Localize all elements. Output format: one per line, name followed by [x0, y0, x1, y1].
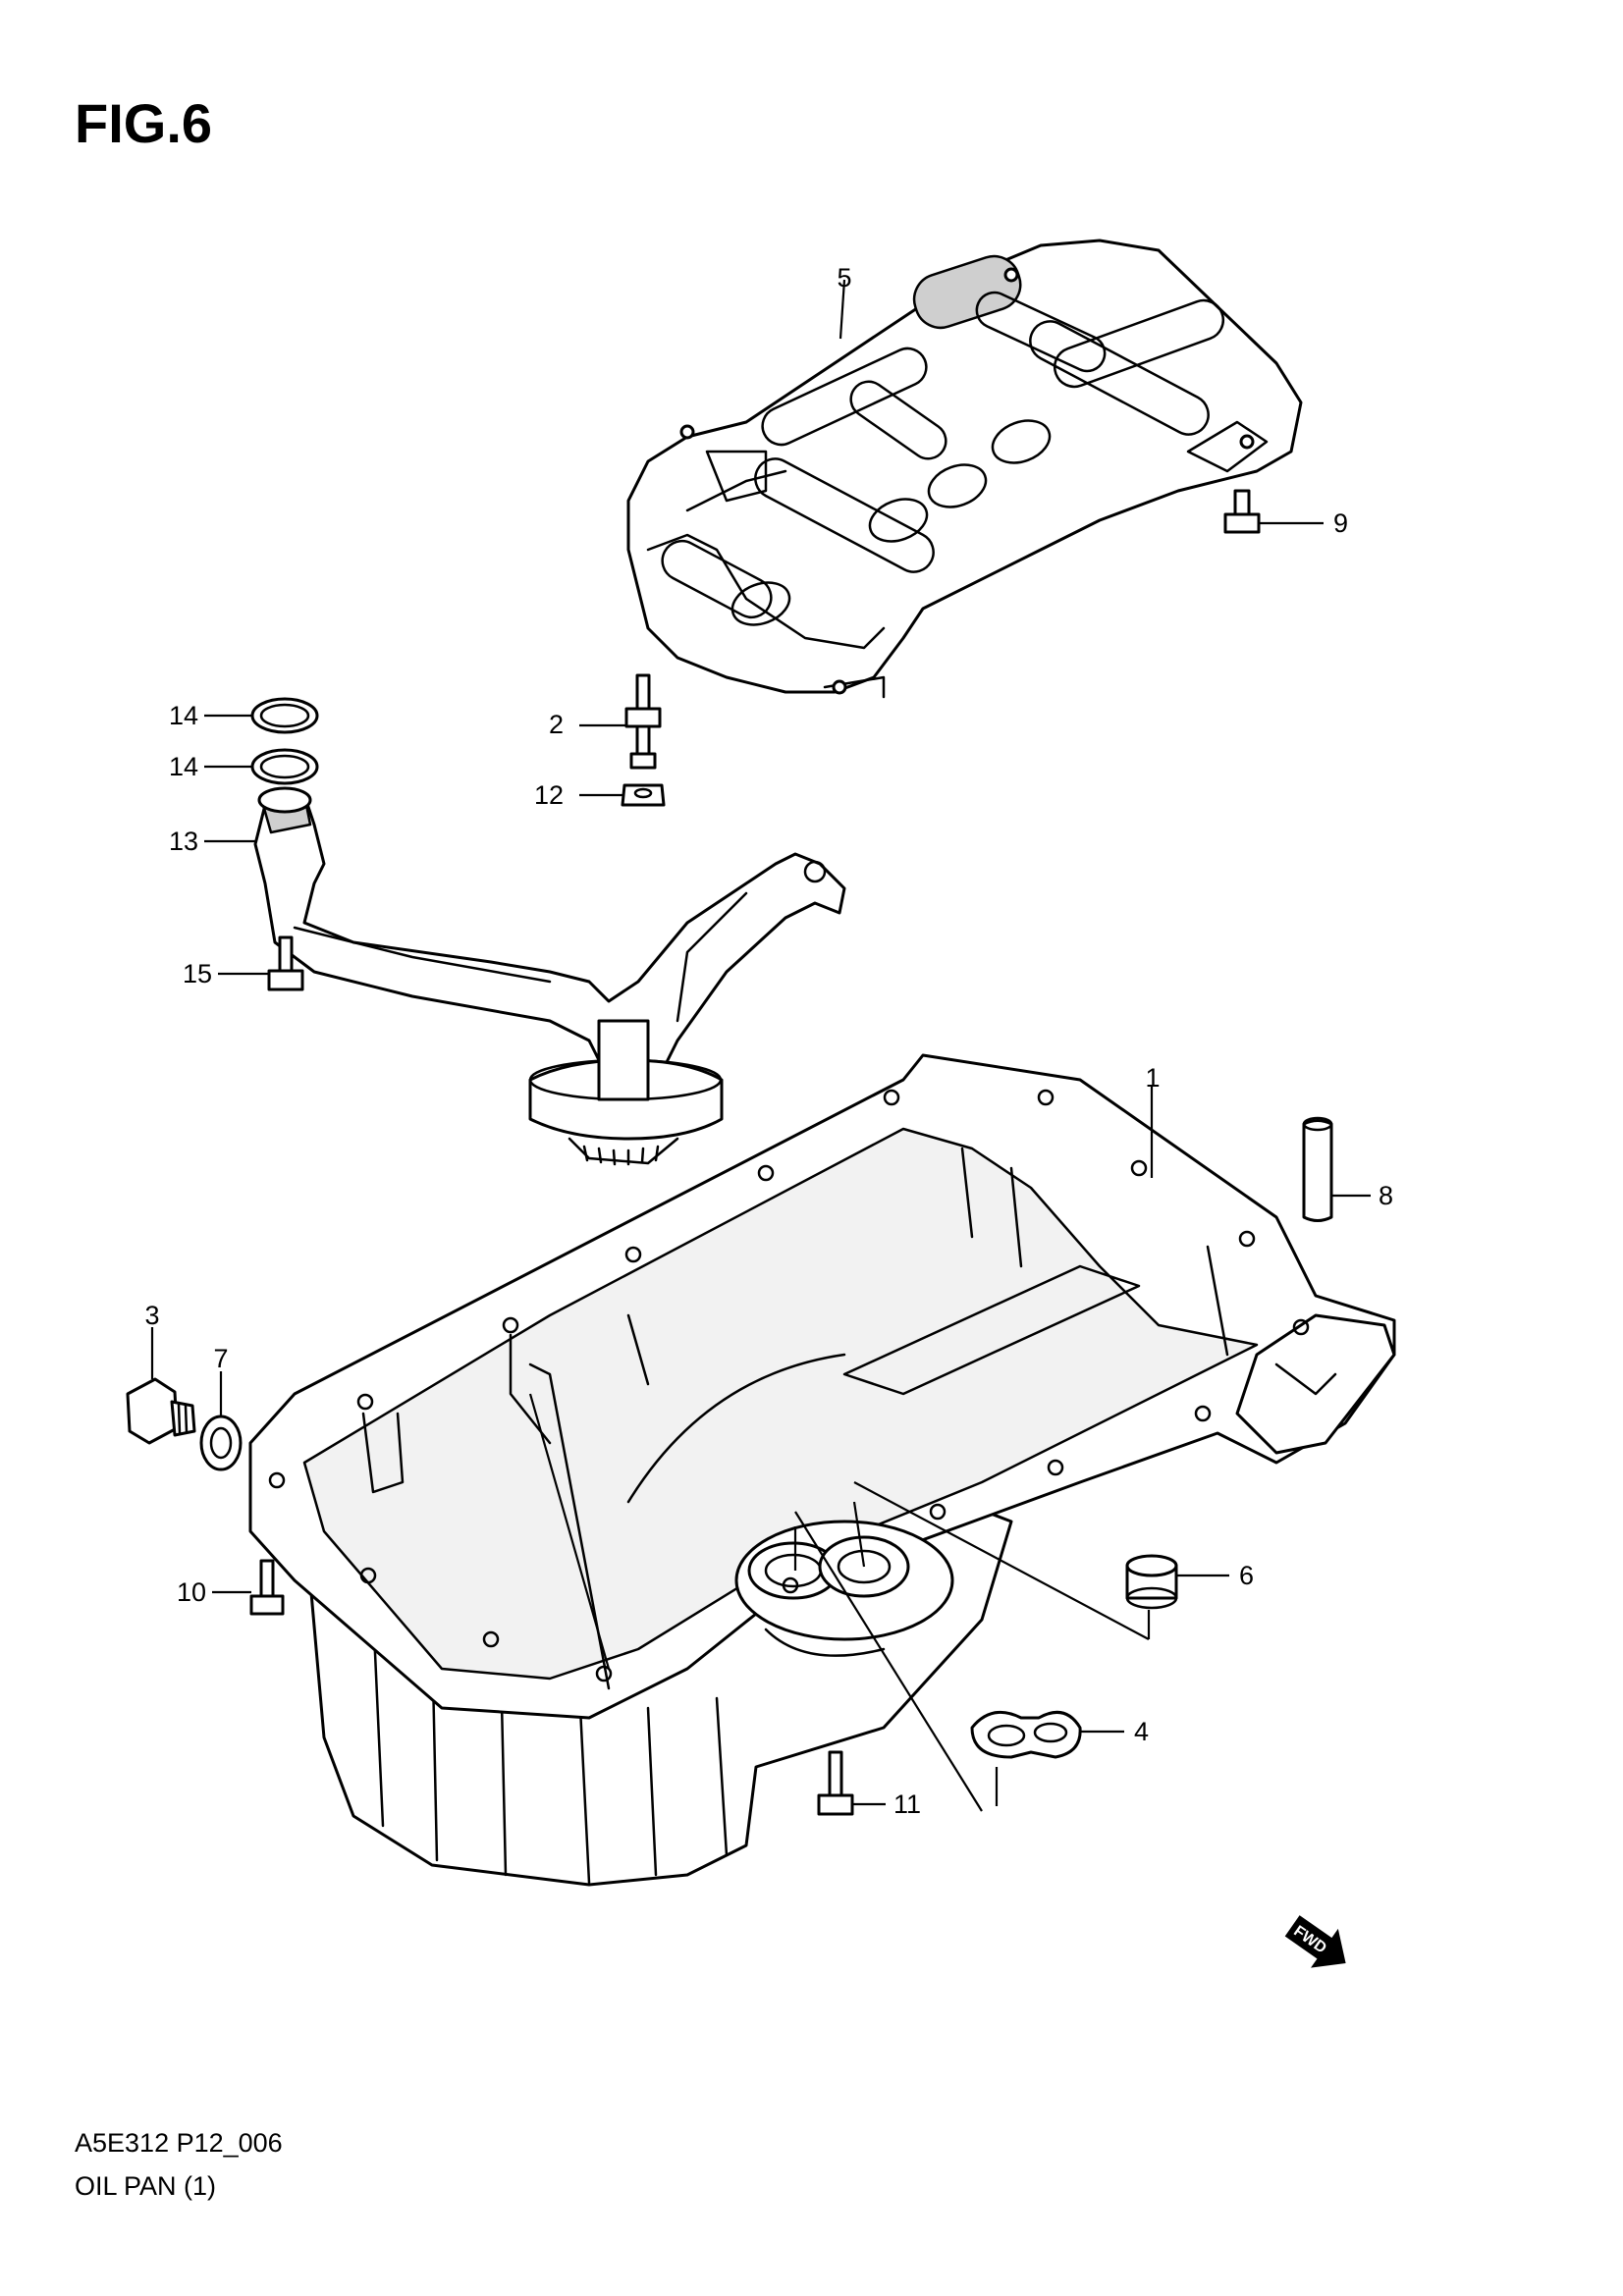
part-8-dowel-pin[interactable] [1302, 1116, 1333, 1222]
part-13-oil-strainer[interactable] [253, 786, 846, 1166]
part-4-strainer-gasket[interactable] [970, 1710, 1082, 1759]
callout-4: 4 [1134, 1717, 1149, 1746]
arrow-icon [1284, 1915, 1346, 1968]
part-11-bolt[interactable] [817, 1750, 854, 1816]
part-1-oil-pan[interactable] [248, 1053, 1396, 1887]
callout-11: 11 [893, 1789, 921, 1819]
figure-code: A5E312 P12_006 [75, 2128, 283, 2158]
callout-5: 5 [837, 263, 851, 293]
part-9-bolt[interactable] [1223, 489, 1261, 534]
part-2-stud-bolt[interactable] [624, 673, 662, 770]
callout-7: 7 [213, 1344, 228, 1373]
part-14-o-ring-upper[interactable] [250, 697, 319, 734]
callout-14-upper: 14 [169, 701, 198, 730]
callout-labels: 1 2 3 4 5 6 7 8 9 10 11 12 13 14 14 15 [144, 263, 1393, 1819]
callout-1: 1 [1145, 1063, 1160, 1093]
figure-title: FIG.6 [75, 92, 213, 154]
callout-8: 8 [1379, 1181, 1393, 1210]
part-10-bolt[interactable] [249, 1559, 285, 1616]
part-15-bolt[interactable] [267, 935, 304, 991]
callout-14-lower: 14 [169, 752, 198, 781]
part-3-drain-plug[interactable] [126, 1377, 196, 1445]
part-12-nut[interactable] [621, 783, 666, 807]
leader-lines [150, 279, 1371, 1806]
callout-10: 10 [177, 1577, 206, 1607]
callout-15: 15 [183, 959, 212, 988]
part-7-gasket[interactable] [199, 1415, 243, 1471]
assembly-guide-lines [528, 1393, 1151, 1812]
callout-6: 6 [1239, 1561, 1254, 1590]
callout-3: 3 [144, 1301, 159, 1330]
callout-2: 2 [549, 710, 564, 739]
callout-12: 12 [534, 780, 564, 810]
callout-13: 13 [169, 827, 198, 856]
fwd-direction-arrow: FWD [1284, 1915, 1346, 1968]
part-5-baffle-plate[interactable] [626, 239, 1303, 699]
part-14-o-ring-lower[interactable] [250, 748, 319, 785]
callout-9: 9 [1333, 508, 1348, 538]
figure-name: OIL PAN (1) [75, 2171, 217, 2201]
part-6-bushing[interactable] [1125, 1554, 1178, 1610]
